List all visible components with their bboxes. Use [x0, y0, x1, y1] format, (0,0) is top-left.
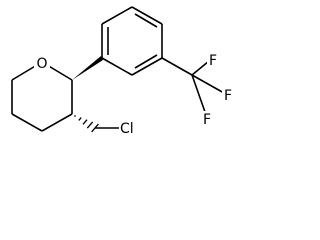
double-bond-ar-5: [134, 54, 158, 69]
bond-ar-2: [101, 6, 133, 25]
molecule-svg: O Cl F F F: [11, 6, 234, 137]
bond-ar-cf3: [161, 57, 193, 76]
atom-label-chlorine: Cl: [120, 121, 134, 137]
bond-c4-c5: [11, 113, 43, 132]
atom-label-fluorine-3: F: [203, 112, 211, 128]
atom-label-oxygen: O: [36, 56, 47, 72]
bond-c3-c4: [41, 113, 73, 132]
bond-ar-6: [101, 57, 133, 76]
bond-c-f3: [191, 74, 206, 113]
bond-c-f2: [191, 74, 225, 94]
benzene-ring: [101, 6, 163, 76]
atom-label-fluorine-1: F: [209, 53, 217, 69]
structure-diagram: O Cl F F F: [0, 0, 254, 150]
double-bond-ar-3: [134, 13, 158, 28]
bond-ar-3: [131, 6, 163, 25]
wedge-bond-c2-aryl: [72, 56, 103, 80]
pyran-ring: [11, 61, 73, 132]
bond-c-f1: [191, 60, 210, 76]
bond-ar-5: [131, 57, 163, 76]
hashed-wedge-bond-c3-ch2: [74, 114, 99, 133]
atom-label-fluorine-2: F: [224, 88, 232, 104]
